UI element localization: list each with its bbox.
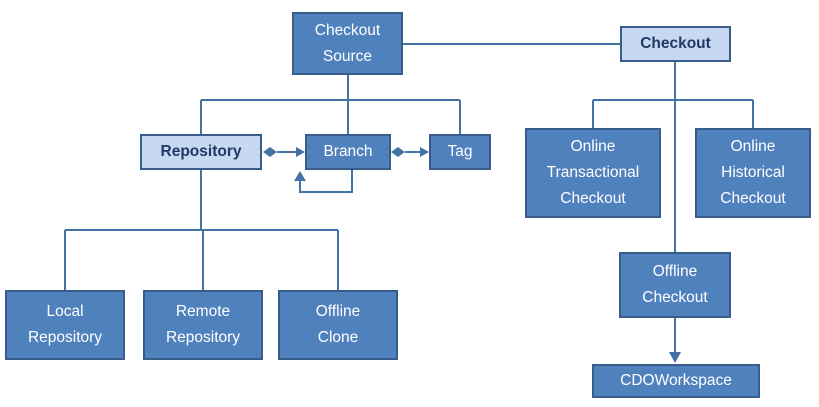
node-online-transactional-checkout: Online Transactional Checkout bbox=[525, 128, 661, 218]
edge-branch-self-loop bbox=[299, 170, 353, 193]
arrowhead-into-tag bbox=[420, 147, 429, 157]
node-offline-clone: Offline Clone bbox=[278, 290, 398, 360]
aggregation-diamond-repository bbox=[263, 147, 277, 157]
node-branch-label: Branch bbox=[323, 143, 373, 160]
edge-markers-group bbox=[263, 147, 681, 363]
node-offline-clone-label: Offline Clone bbox=[315, 303, 361, 346]
node-tag: Tag bbox=[429, 134, 491, 170]
node-local-repository-label: Local Repository bbox=[27, 303, 103, 346]
node-checkout-source: Checkout Source bbox=[292, 12, 403, 75]
node-repository-label: Repository bbox=[160, 143, 242, 160]
node-cdoworkspace: CDOWorkspace bbox=[592, 364, 760, 398]
arrowhead-branch-self-loop bbox=[294, 171, 306, 181]
node-offline-checkout-label: Offline Checkout bbox=[642, 263, 708, 306]
node-checkout-label: Checkout bbox=[640, 35, 711, 52]
node-offline-checkout: Offline Checkout bbox=[619, 252, 731, 318]
node-online-historical-checkout: Online Historical Checkout bbox=[695, 128, 811, 218]
node-cdoworkspace-label: CDOWorkspace bbox=[620, 372, 732, 389]
node-checkout: Checkout bbox=[620, 26, 731, 62]
node-remote-repository: Remote Repository bbox=[143, 290, 263, 360]
arrowhead-into-cdoworkspace bbox=[669, 352, 681, 363]
arrowhead-into-branch bbox=[296, 147, 305, 157]
aggregation-diamond-branch bbox=[391, 147, 405, 157]
node-tag-label: Tag bbox=[447, 143, 473, 160]
node-remote-repository-label: Remote Repository bbox=[165, 303, 241, 346]
node-branch: Branch bbox=[305, 134, 391, 170]
node-local-repository: Local Repository bbox=[5, 290, 125, 360]
node-online-historical-checkout-label: Online Historical Checkout bbox=[720, 138, 786, 207]
edges-group bbox=[64, 43, 754, 353]
node-online-transactional-checkout-label: Online Transactional Checkout bbox=[546, 138, 640, 207]
node-checkout-source-label: Checkout Source bbox=[314, 21, 381, 65]
node-repository: Repository bbox=[140, 134, 262, 170]
